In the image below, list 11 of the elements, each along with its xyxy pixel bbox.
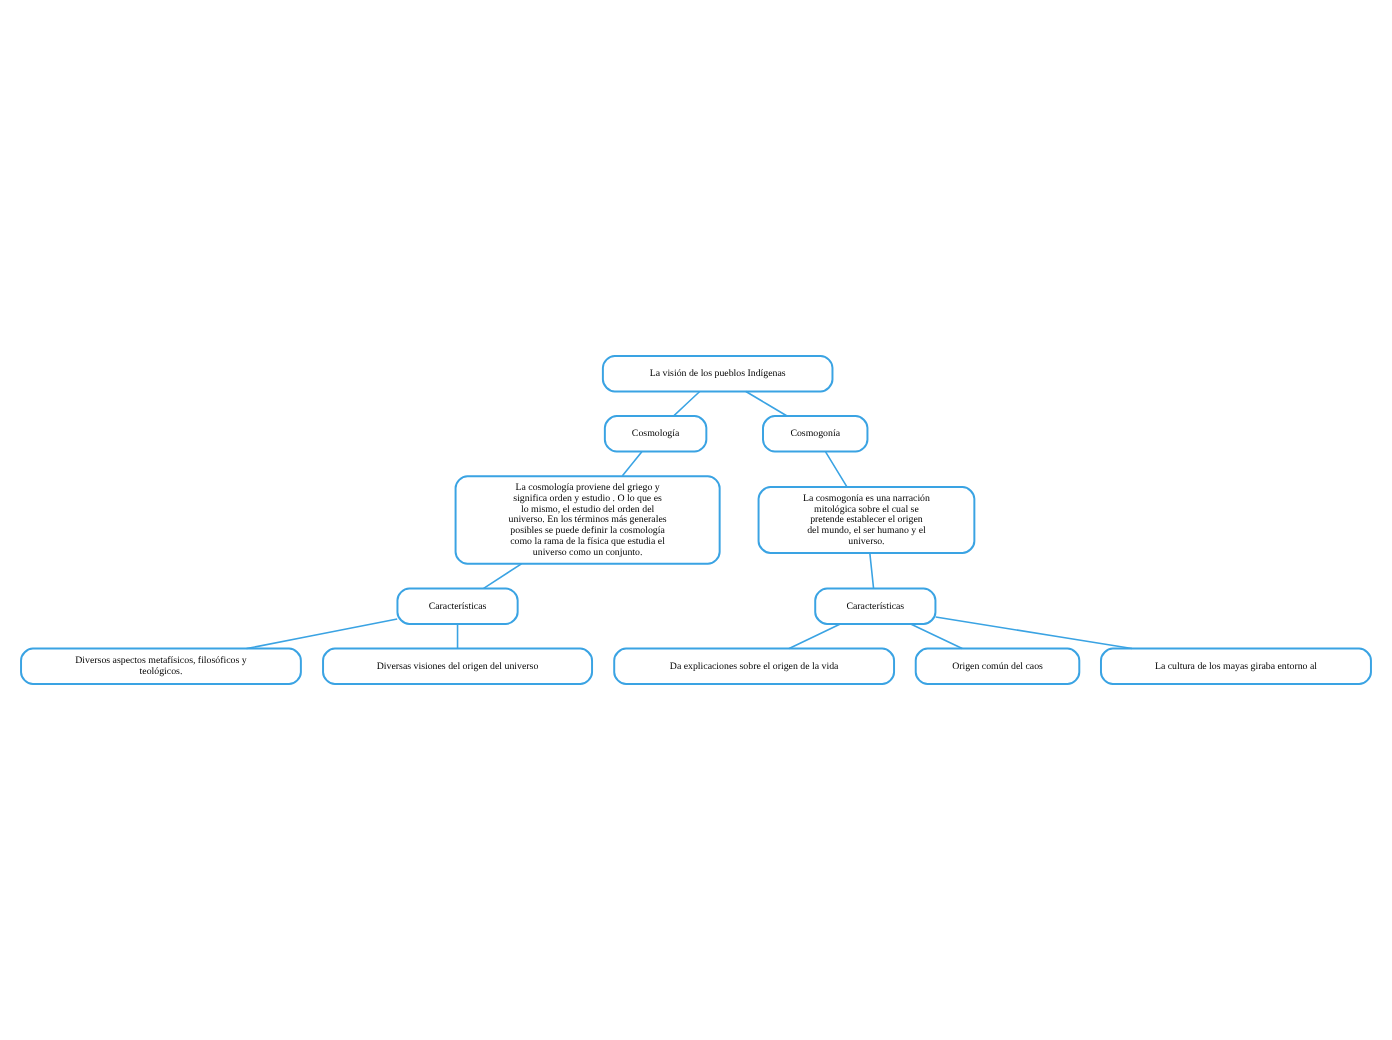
connector <box>788 623 842 650</box>
connector <box>934 616 1133 650</box>
connector <box>621 451 643 477</box>
connector <box>909 623 964 650</box>
connector <box>456 623 459 650</box>
connector <box>482 563 523 590</box>
connector <box>672 390 701 417</box>
connector <box>745 390 788 417</box>
connector <box>824 451 848 488</box>
connector <box>869 552 875 589</box>
connector <box>245 618 398 650</box>
